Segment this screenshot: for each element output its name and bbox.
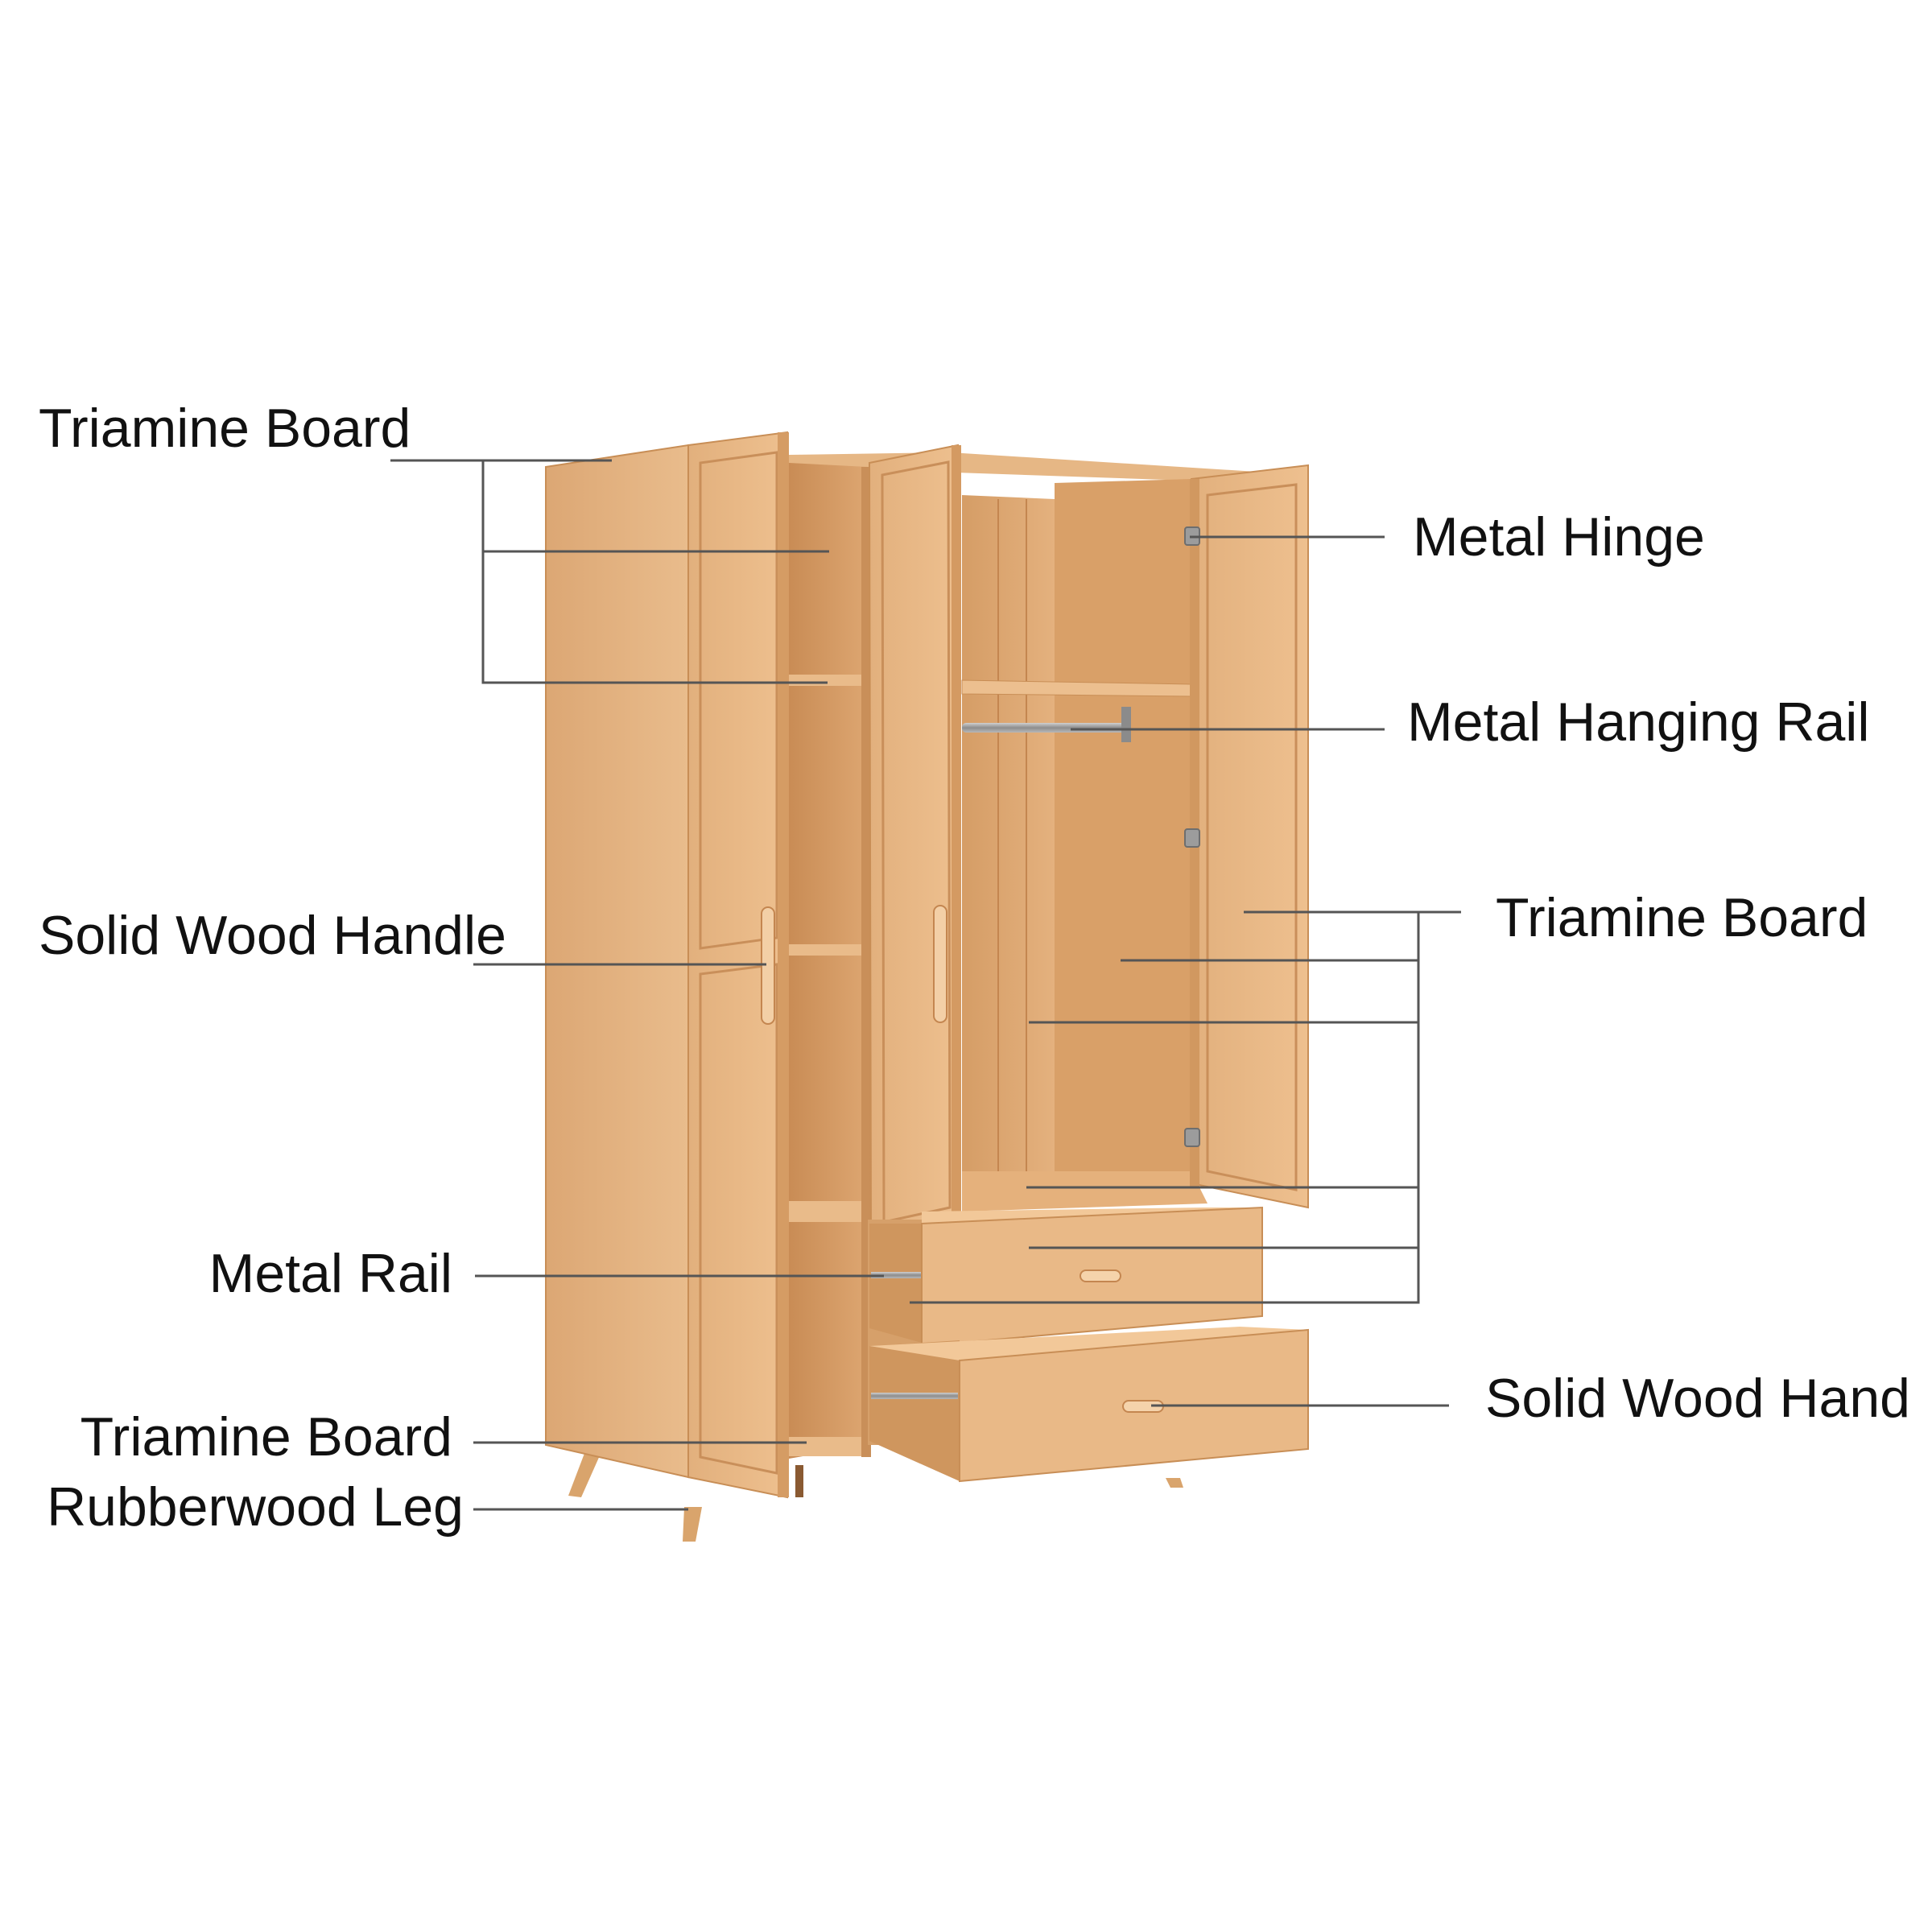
cabinet-left-side-panel bbox=[545, 444, 689, 1479]
metal-hinge-bottom bbox=[1184, 1128, 1200, 1147]
label-solid-wood-handle-left: Solid Wood Handle bbox=[39, 905, 506, 966]
leg-back bbox=[795, 1465, 803, 1497]
wardrobe-illustration bbox=[545, 431, 1309, 1542]
left-shelf-2 bbox=[789, 944, 868, 956]
label-triamine-board-right: Triamine Board bbox=[1496, 887, 1868, 948]
label-rubberwood-leg: Rubberwood Leg bbox=[47, 1476, 464, 1538]
left-shelf-1 bbox=[789, 675, 868, 686]
metal-rail-lower bbox=[871, 1393, 958, 1399]
left-shelf-3 bbox=[789, 1201, 868, 1222]
leader-lines bbox=[390, 459, 1461, 1511]
label-metal-hanging-rail: Metal Hanging Rail bbox=[1407, 691, 1870, 753]
upper-drawer-solid-wood-handle bbox=[1080, 1269, 1121, 1282]
lower-drawer-box-side bbox=[869, 1340, 960, 1481]
label-triamine-board-top-left: Triamine Board bbox=[39, 398, 411, 459]
center-door-solid-wood-handle bbox=[933, 905, 947, 1023]
label-triamine-board-bottom-left: Triamine Board bbox=[80, 1406, 452, 1468]
metal-hanging-rail bbox=[962, 723, 1131, 733]
label-metal-hinge: Metal Hinge bbox=[1413, 506, 1705, 568]
left-compartment-interior bbox=[789, 463, 868, 1459]
cabinet-top-panel bbox=[688, 445, 1308, 485]
center-door-edge bbox=[952, 445, 961, 1226]
left-compartment-bottom bbox=[789, 1437, 868, 1456]
hanging-rail-bracket bbox=[1121, 707, 1131, 742]
lower-drawer-top bbox=[869, 1327, 1308, 1360]
center-door-panel-inset bbox=[881, 460, 952, 1224]
labels: Triamine Board Solid Wood Handle Metal R… bbox=[39, 398, 1910, 1538]
right-compartment-back-panel bbox=[962, 495, 1055, 1183]
upper-drawer-box-side bbox=[869, 1224, 922, 1343]
front-left-door-panel-lower bbox=[699, 963, 778, 1475]
rubberwood-leg-front bbox=[683, 1507, 702, 1542]
metal-hinge-middle bbox=[1184, 828, 1200, 848]
front-left-door-edge bbox=[778, 432, 789, 1497]
rubberwood-leg-right bbox=[1166, 1478, 1183, 1488]
right-door-panel-inset bbox=[1206, 483, 1298, 1191]
left-compartment-divider bbox=[861, 467, 871, 1457]
front-left-door-panel-upper bbox=[699, 451, 778, 950]
label-solid-wood-handle-right: Solid Wood Hand bbox=[1485, 1368, 1910, 1429]
right-compartment-side-wall bbox=[1055, 479, 1191, 1183]
metal-rail-upper bbox=[871, 1272, 921, 1278]
right-door bbox=[1191, 464, 1309, 1209]
wardrobe-bottom-panel bbox=[962, 1171, 1208, 1212]
label-metal-rail: Metal Rail bbox=[209, 1243, 452, 1304]
rubberwood-leg-front-left bbox=[568, 1445, 604, 1497]
